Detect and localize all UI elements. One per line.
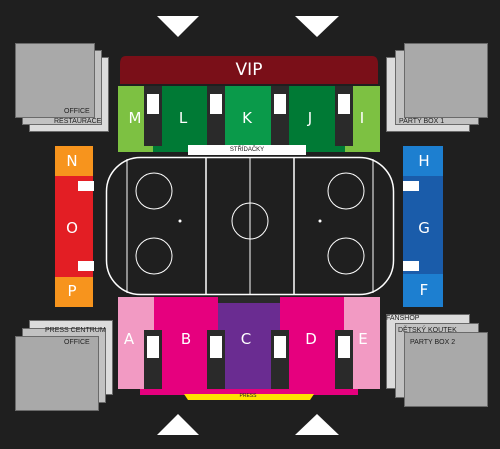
sector-c-label: C xyxy=(240,330,252,348)
sector-a-label: A xyxy=(123,330,135,348)
fanshop-label: FANSHOP xyxy=(386,315,420,322)
aisle-left-bottom xyxy=(78,261,94,271)
entrance-arrow-bottom-right xyxy=(295,414,339,435)
sector-o-label: O xyxy=(66,219,78,237)
ice-rink xyxy=(105,156,395,296)
office-top-label: OFFICE xyxy=(64,108,90,115)
aisle-top-4-cap xyxy=(336,92,352,116)
sector-m-label: M xyxy=(128,109,142,127)
sector-g-label: G xyxy=(418,219,430,237)
office-bottom-label: OFFICE xyxy=(64,339,90,346)
sector-b-label: B xyxy=(180,330,192,348)
sector-i-label: I xyxy=(359,109,365,127)
entrance-arrow-top-left xyxy=(157,16,199,37)
sector-c[interactable] xyxy=(218,303,280,389)
entrance-arrow-bottom-left xyxy=(157,414,199,435)
sector-j-label: J xyxy=(307,109,313,127)
aisle-bottom-3-cap xyxy=(272,334,288,360)
aisle-bottom-1-cap xyxy=(145,334,161,360)
sector-e-label: E xyxy=(358,330,368,348)
stridacky-bench xyxy=(188,145,306,155)
aisle-top-2-cap xyxy=(208,92,224,116)
sector-h[interactable] xyxy=(403,146,443,176)
aisle-right-bottom xyxy=(403,261,419,271)
aisle-right-top xyxy=(403,181,419,191)
party-box-1-label: PARTY BOX 1 xyxy=(399,118,445,125)
aisle-bottom-2-cap xyxy=(208,334,224,360)
sector-p-label: P xyxy=(67,282,77,300)
bottom-sector-divider xyxy=(218,297,280,303)
press-centrum-label: PRESS CENTRUM xyxy=(45,327,106,334)
sector-g[interactable] xyxy=(403,176,443,274)
party-box-2-label: PARTY BOX 2 xyxy=(410,339,456,346)
vip-sector[interactable] xyxy=(118,54,380,86)
vip-label: VIP xyxy=(235,60,263,80)
aisle-top-1-cap xyxy=(145,92,161,116)
sector-l[interactable] xyxy=(153,86,213,152)
sector-n[interactable] xyxy=(55,146,93,176)
sector-k-label: K xyxy=(242,109,252,127)
sector-o[interactable] xyxy=(55,176,93,277)
sector-h-label: H xyxy=(418,152,430,170)
press-strip[interactable] xyxy=(140,389,358,401)
aisle-left-top xyxy=(78,181,94,191)
sector-p[interactable] xyxy=(55,277,93,307)
aisle-top-3-cap xyxy=(272,92,288,116)
restaurace-label: RESTAURACE xyxy=(54,118,102,125)
stridacky-label: STŘÍDAČKY xyxy=(229,147,265,153)
press-label: PRESS xyxy=(239,393,257,399)
sector-f-label: F xyxy=(419,281,429,299)
sector-d[interactable] xyxy=(280,297,344,389)
entrance-arrow-top-right xyxy=(295,16,339,37)
sector-l-label: L xyxy=(178,109,188,127)
sector-n-label: N xyxy=(66,152,78,170)
detsky-koutek-label: DĚTSKÝ KOUTEK xyxy=(398,327,457,334)
aisle-bottom-4-cap xyxy=(336,334,352,360)
sector-f[interactable] xyxy=(403,274,443,307)
sector-d-label: D xyxy=(305,330,317,348)
